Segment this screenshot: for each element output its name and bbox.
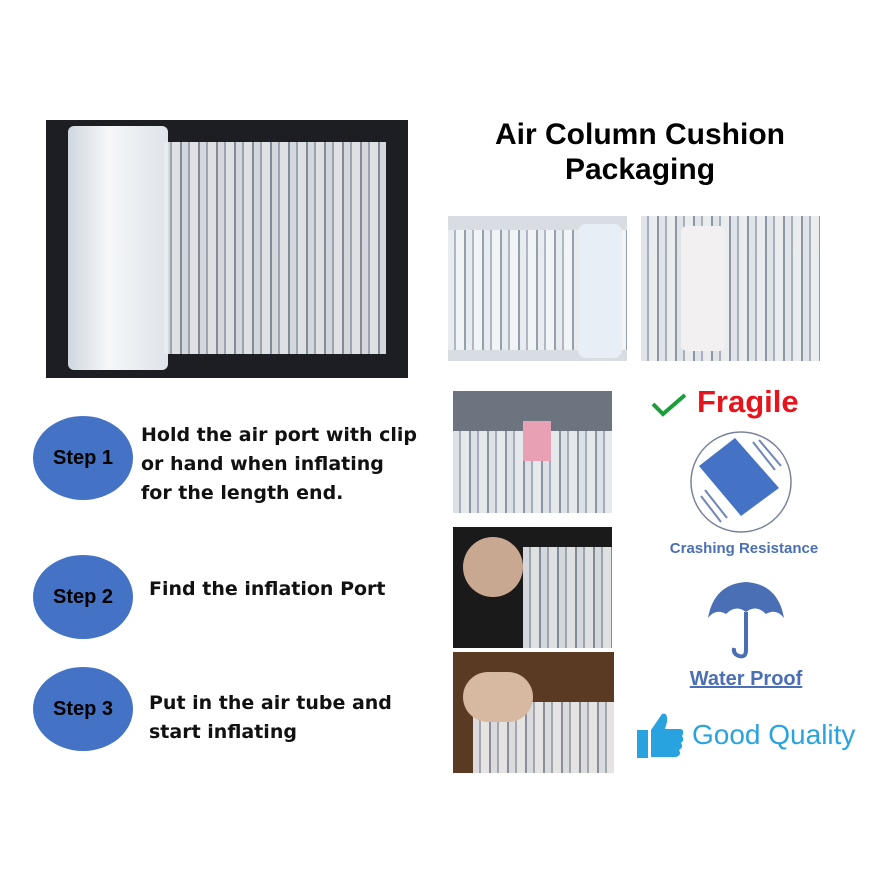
product-photo-bottle xyxy=(641,216,820,361)
step-2-badge: Step 2 xyxy=(33,555,133,639)
good-quality-label: Good Quality xyxy=(692,719,856,750)
step1-photo xyxy=(453,391,612,513)
title-line-2: Packaging xyxy=(564,153,716,186)
product-photo-roll xyxy=(448,216,627,361)
fragile-label: Fragile xyxy=(697,384,799,419)
crashing-resistance-icon xyxy=(690,431,792,533)
thumbs-up-icon xyxy=(637,713,684,758)
step-1-line: Hold the air port with clip xyxy=(141,424,418,446)
step-1-line: for the length end. xyxy=(141,482,344,504)
step-1-line: or hand when inflating xyxy=(141,453,384,475)
umbrella-icon xyxy=(708,582,784,659)
title-line-1: Air Column Cushion xyxy=(495,118,785,151)
water-proof-label: Water Proof xyxy=(689,668,803,690)
check-icon xyxy=(651,393,687,417)
step-2-text: Find the inflation Port xyxy=(149,575,386,604)
air-column-roll-photo xyxy=(46,120,408,378)
step-1-text: Hold the air port with clip or hand when… xyxy=(141,421,417,508)
step-3-line: Put in the air tube and xyxy=(149,692,392,714)
step-2-line: Find the inflation Port xyxy=(149,578,386,600)
step-1-badge: Step 1 xyxy=(33,416,133,500)
step-3-badge: Step 3 xyxy=(33,667,133,751)
crashing-resistance-label: Crashing Resistance xyxy=(669,540,819,557)
step2-photo xyxy=(453,527,612,648)
step-3-text: Put in the air tube and start inflating xyxy=(149,689,392,747)
step-3-line: start inflating xyxy=(149,721,297,743)
step3-photo xyxy=(453,652,614,773)
